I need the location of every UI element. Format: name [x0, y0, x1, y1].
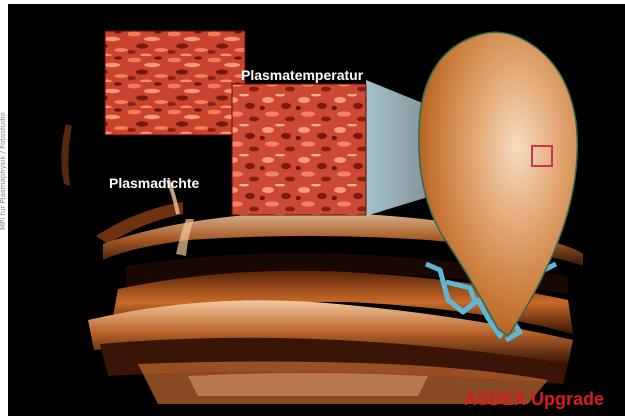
photo-credit: MPI für Plasmaphysik / Fotostudio — [0, 0, 8, 230]
device-label: ASDEX Upgrade — [464, 389, 604, 410]
temperature-map — [232, 84, 366, 215]
temperature-label: Plasmatemperatur — [241, 67, 363, 83]
density-map — [105, 31, 245, 135]
density-label: Plasmadichte — [109, 175, 199, 191]
plasma-scene — [8, 4, 625, 416]
plasma-photo: Plasmatemperatur Plasmadichte ASDEX Upgr… — [8, 4, 625, 416]
